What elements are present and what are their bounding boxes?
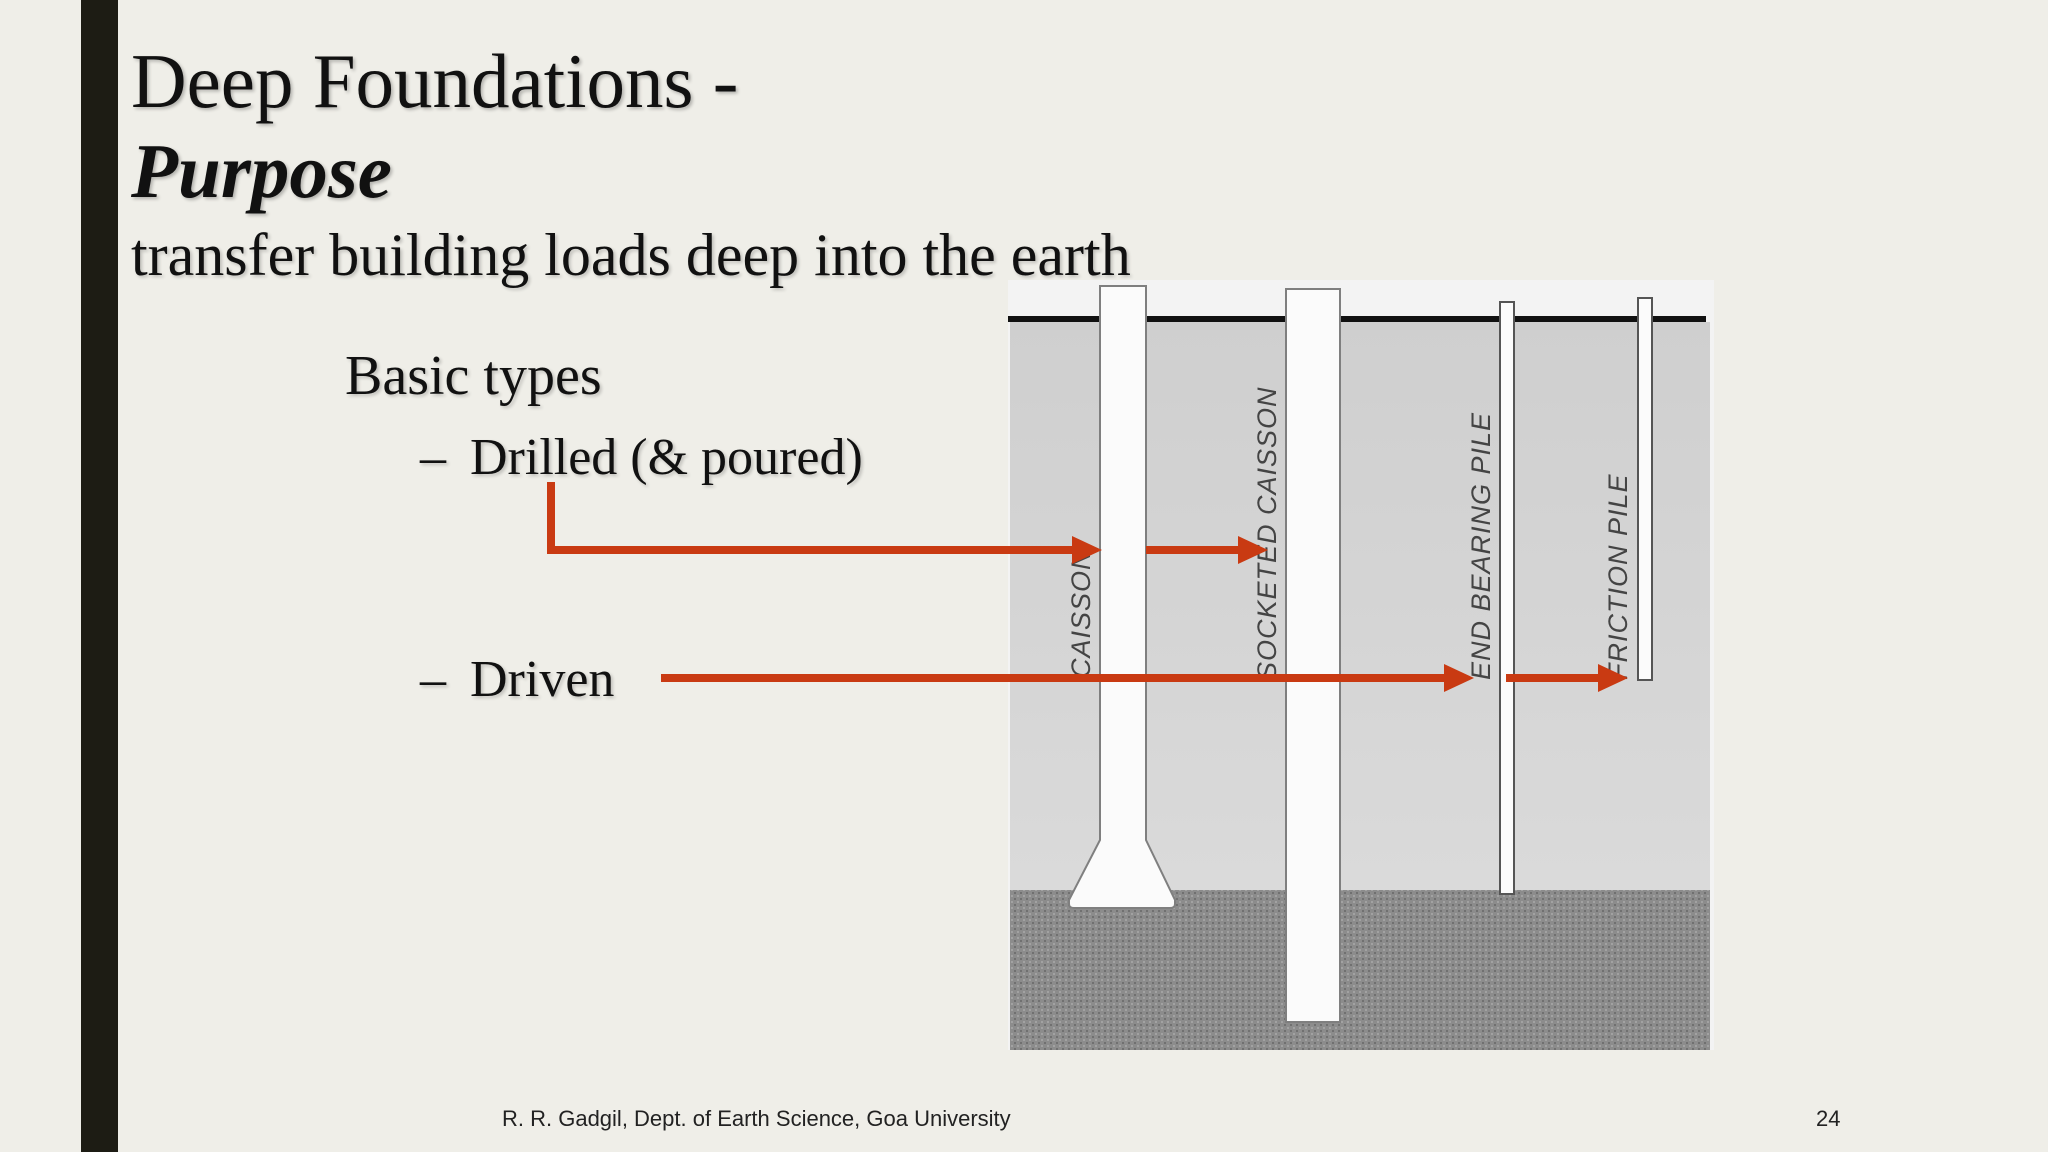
bullet-label-driven: Driven bbox=[470, 651, 615, 708]
bullet-label-drilled: Drilled (& poured) bbox=[470, 429, 863, 486]
purpose-text: transfer building loads deep into the ea… bbox=[131, 222, 1131, 288]
socketed-caisson-shaft bbox=[1285, 288, 1341, 1023]
caisson-label: CAISSON bbox=[1066, 549, 1096, 678]
socketed-caisson-label: SOCKETED CAISSON bbox=[1252, 386, 1282, 680]
end-bearing-pile-label: END BEARING PILE bbox=[1466, 412, 1496, 680]
slide-subtitle: Purpose bbox=[131, 128, 392, 214]
drilled-arrow-line bbox=[547, 482, 1072, 554]
end-bearing-pile bbox=[1499, 301, 1515, 895]
friction-pile-label: FRICTION PILE bbox=[1603, 473, 1633, 680]
bullet-dash: – bbox=[420, 429, 446, 486]
caisson-shaft bbox=[1068, 285, 1176, 909]
sidebar-accent-bar bbox=[81, 0, 118, 1152]
footer-credit: R. R. Gadgil, Dept. of Earth Science, Go… bbox=[502, 1106, 1011, 1131]
slide-title: Deep Foundations - bbox=[131, 38, 739, 124]
foundation-diagram: CAISSON SOCKETED CAISSON END BEARING PIL… bbox=[1008, 280, 1714, 1050]
bullet-drilled: –Drilled (& poured) bbox=[420, 428, 863, 488]
friction-pile bbox=[1637, 297, 1653, 681]
bullet-dash: – bbox=[420, 651, 446, 708]
bearing-stratum bbox=[1010, 890, 1710, 1050]
types-heading: Basic types bbox=[345, 345, 602, 407]
bullet-driven: –Driven bbox=[420, 650, 614, 710]
slide-number: 24 bbox=[1816, 1106, 1841, 1131]
